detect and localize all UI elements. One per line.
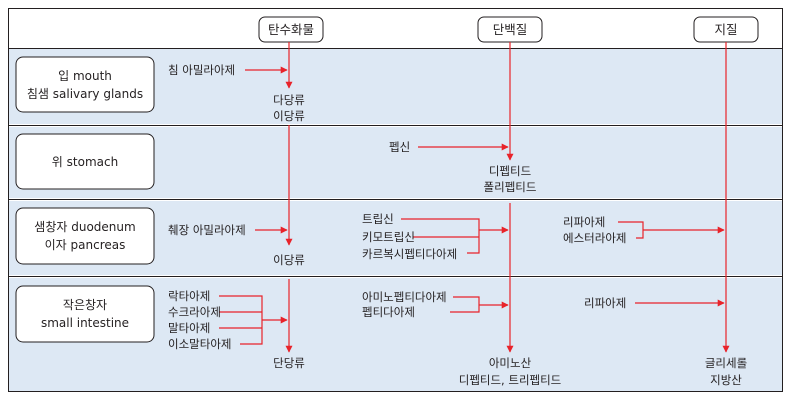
- product-label: 아미노산: [489, 356, 532, 370]
- enzyme-labels: 침 아밀라아제 펩신 췌장 아밀라아제 트립신 키모트립신 카르복시펩티다아제 …: [168, 63, 626, 351]
- product-label: 지방산: [710, 373, 742, 387]
- product-label: 단당류: [273, 356, 305, 370]
- enzyme-label: 트립신: [362, 212, 394, 226]
- organ-box-stomach: 위 stomach: [15, 133, 155, 190]
- organ-label: small intestine: [41, 316, 129, 330]
- enzyme-label: 췌장 아밀라아제: [168, 223, 246, 237]
- enzyme-label: 이소말타아제: [168, 337, 231, 351]
- organ-box-duodenum: 샘창자 duodenum 이자 pancreas: [15, 207, 155, 265]
- flow-arrows: [219, 42, 730, 353]
- enzyme-label: 수크라아제: [168, 305, 221, 319]
- organ-label: 샘창자 duodenum: [34, 220, 135, 234]
- bracket-protein-duodenum: [401, 218, 480, 254]
- product-label: 이당류: [273, 109, 305, 123]
- organ-box-small-intestine: 작은창자 small intestine: [15, 285, 155, 343]
- nutrient-header-lipid: 지질: [693, 16, 759, 43]
- product-label: 글리세롤: [705, 356, 747, 370]
- nutrient-header-protein: 단백질: [477, 16, 543, 43]
- enzyme-label: 리파아제: [563, 215, 605, 229]
- separators: [8, 48, 783, 277]
- enzyme-label: 펩티다아제: [362, 305, 415, 319]
- organ-box-mouth: 입 mouth 침샘 salivary glands: [15, 56, 155, 113]
- enzyme-label: 침 아밀라아제: [168, 63, 235, 77]
- nutrient-label: 탄수화물: [268, 22, 314, 37]
- enzyme-label: 카르복시펩티다아제: [362, 247, 457, 261]
- product-label: 이당류: [273, 253, 305, 267]
- organ-label: 입 mouth: [58, 69, 112, 83]
- product-label: 다당류: [273, 93, 305, 107]
- organ-label: 이자 pancreas: [45, 238, 126, 252]
- nutrient-label: 지질: [714, 22, 737, 37]
- enzyme-label: 에스터라아제: [563, 231, 626, 245]
- product-label: 디펩티드, 트리펩티드: [459, 373, 562, 387]
- product-labels: 다당류 이당류 디펩티드 폴리펩티드 이당류 단당류 아미노산 디펩티드, 트리…: [273, 93, 747, 387]
- nutrient-label: 단백질: [493, 22, 528, 37]
- nutrient-header-carbohydrate: 탄수화물: [258, 16, 324, 43]
- product-label: 폴리펩티드: [484, 180, 537, 194]
- product-label: 디펩티드: [489, 164, 531, 178]
- enzyme-label: 말타아제: [168, 321, 210, 335]
- organ-label: 작은창자: [63, 298, 107, 312]
- outer-frame: [8, 8, 783, 392]
- enzyme-label: 리파아제: [584, 296, 626, 310]
- enzyme-label: 키모트립신: [362, 230, 415, 244]
- enzyme-label: 펩신: [389, 140, 410, 154]
- enzyme-label: 아미노펩티다아제: [362, 290, 447, 304]
- organ-label: 침샘 salivary glands: [27, 87, 143, 101]
- organ-label: 위 stomach: [52, 155, 118, 169]
- enzyme-label: 락타아제: [168, 289, 210, 303]
